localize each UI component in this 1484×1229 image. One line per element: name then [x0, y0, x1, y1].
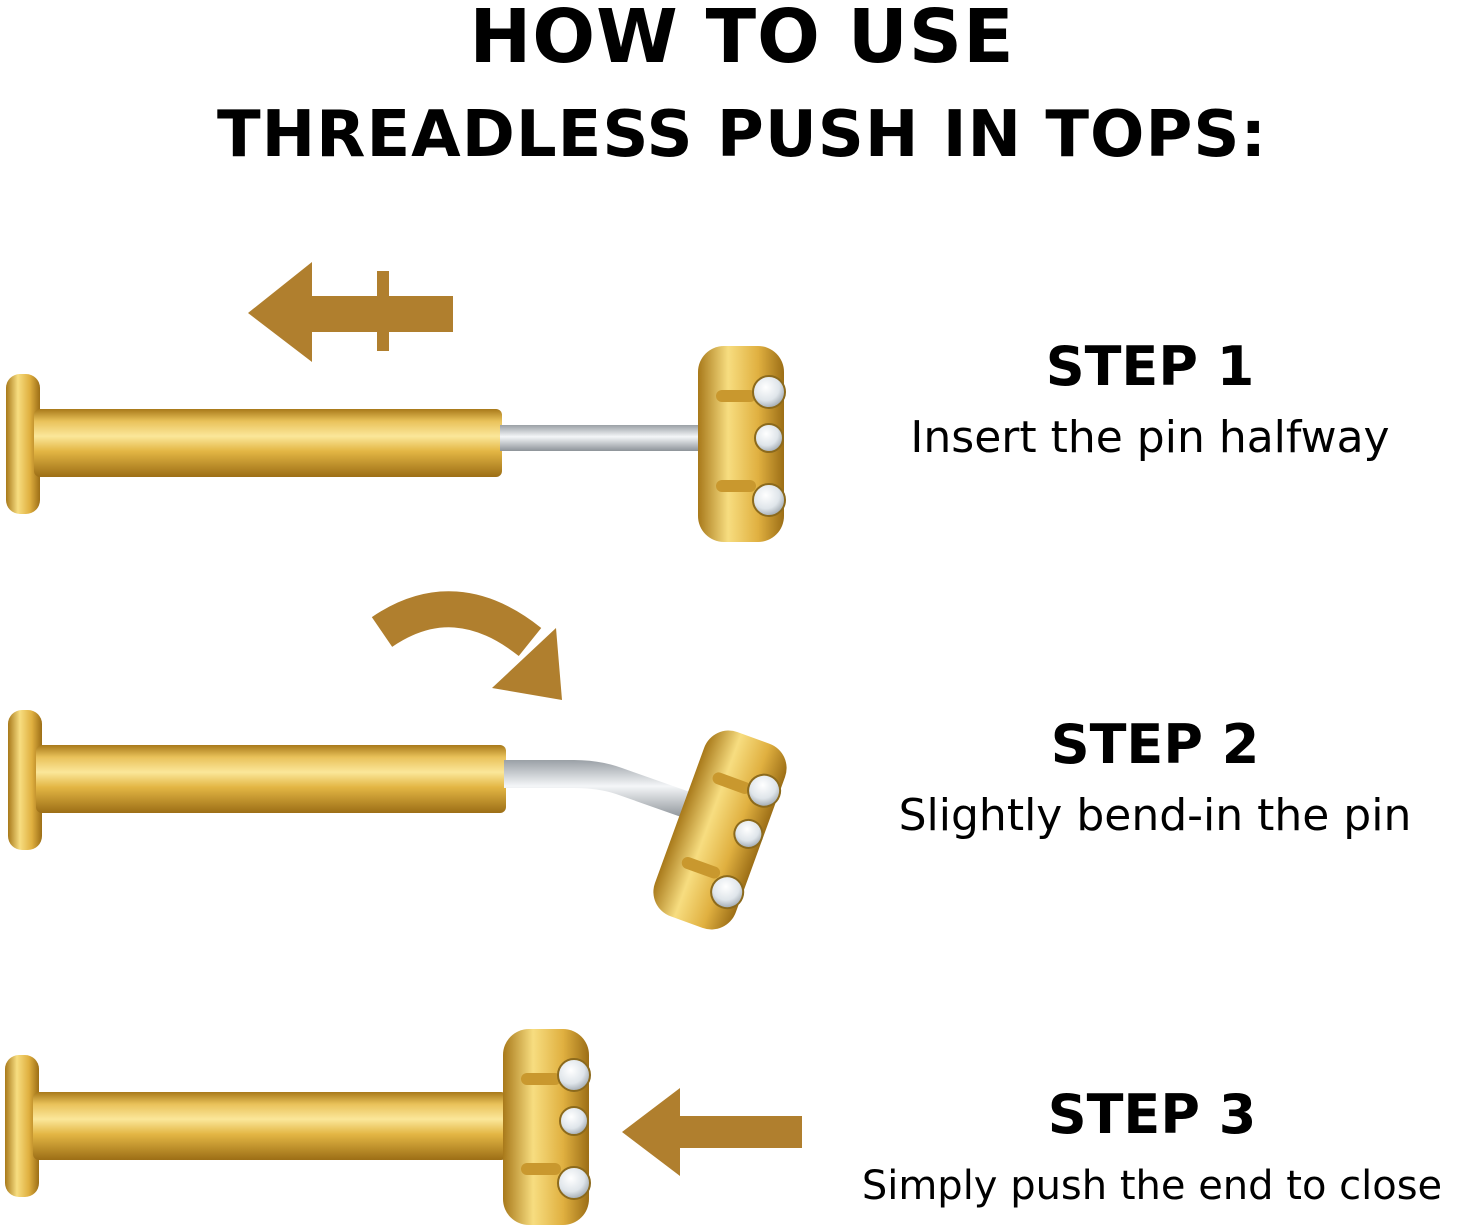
- heading-line-2: THREADLESS PUSH IN TOPS:: [216, 98, 1268, 172]
- step-1-labret-post: [6, 374, 700, 514]
- step-3-gem-top: [503, 1029, 591, 1225]
- step-3-push-arrow-icon: [622, 1088, 802, 1176]
- step-1-title: STEP 1: [1045, 335, 1255, 398]
- step-1-gem-top: [698, 346, 786, 542]
- step-1-arrow-icon: [248, 262, 453, 362]
- step-2-curved-arrow-icon: [371, 591, 562, 700]
- step-1-description: Insert the pin halfway: [910, 412, 1390, 463]
- step-2-labret-post: [8, 710, 690, 850]
- step-3: STEP 3 Simply push the end to close: [820, 1085, 1484, 1213]
- step-1: STEP 1 Insert the pin halfway: [880, 337, 1420, 465]
- step-2: STEP 2 Slightly bend-in the pin: [860, 715, 1450, 843]
- step-2-gem-top: [653, 730, 787, 930]
- step-3-title: STEP 3: [1047, 1083, 1257, 1146]
- heading-line-1: HOW TO USE: [469, 0, 1015, 80]
- step-3-description: Simply push the end to close: [861, 1163, 1443, 1209]
- step-3-labret-post: [5, 1055, 507, 1197]
- step-2-description: Slightly bend-in the pin: [898, 790, 1412, 841]
- step-2-title: STEP 2: [1050, 713, 1260, 776]
